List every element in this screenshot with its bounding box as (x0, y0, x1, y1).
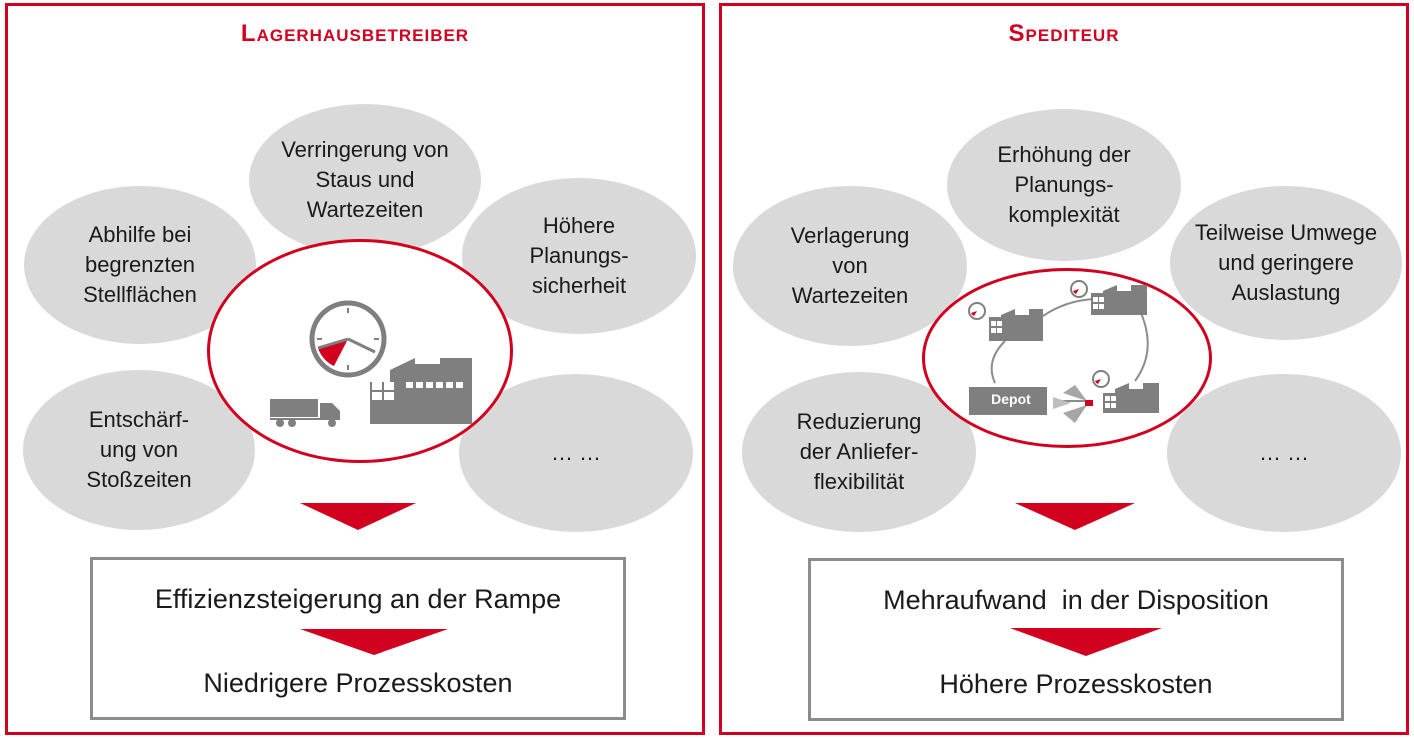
down-arrow-left (300, 503, 416, 530)
down-arrow-right (1015, 503, 1135, 530)
result-arrow-right (1010, 628, 1162, 656)
truck-icon (270, 399, 340, 427)
junction-arrow-icon (1053, 385, 1093, 423)
clock-icon (309, 300, 387, 378)
bubble-hoehere-planungssicherheit: Höhere Planungs- sicherheit (462, 178, 696, 334)
result-line2-right: Höhere Prozesskosten (939, 669, 1213, 699)
result-arrow-left (300, 629, 448, 655)
panel-spediteur: Spediteur Erhöhung der Planungs- komplex… (719, 3, 1409, 735)
panel-lagerhausbetreiber: Lagerhausbetreiber Verringerung von Stau… (5, 3, 705, 735)
factory-icon (1092, 370, 1159, 413)
center-ellipse-left (207, 239, 513, 463)
bubble-abhilfe-stellflaechen: Abhilfe bei begrenzten Stellflächen (24, 186, 256, 344)
depot-label: Depot (991, 391, 1031, 407)
result-box-right: Mehraufwand in der Disposition Höhere Pr… (808, 558, 1344, 721)
bubble-umwege-auslastung: Teilweise Umwege und geringere Auslastun… (1170, 186, 1402, 340)
result-line2-left: Niedrigere Prozesskosten (203, 668, 513, 698)
center-ellipse-right: Depot (922, 268, 1212, 448)
result-box-left: Effizienzsteigerung an der Rampe Niedrig… (90, 557, 626, 720)
result-line1-right: Mehraufwand in der Disposition (883, 585, 1269, 615)
depot-icon (969, 387, 1047, 415)
bubble-verlagerung-wartezeiten: Verlagerung von Wartezeiten (733, 186, 967, 346)
bubble-entschaerfung-stosszeiten: Entschärf- ung von Stoßzeiten (23, 370, 255, 530)
factory-icon (1070, 280, 1147, 315)
panel-title-right: Spediteur (1008, 20, 1120, 47)
bubble-placeholder-right: … … (1167, 374, 1401, 532)
bubble-verringerung-staus: Verringerung von Staus und Wartezeiten (249, 104, 481, 256)
bubble-placeholder-left: … … (459, 374, 693, 532)
result-line1-left: Effizienzsteigerung an der Rampe (154, 584, 562, 614)
factory-icon (968, 302, 1043, 341)
warehouse-icon (370, 358, 472, 424)
panel-title-left: Lagerhausbetreiber (240, 20, 470, 47)
bubble-erhoehung-planungskomplexitaet: Erhöhung der Planungs- komplexität (947, 109, 1181, 261)
